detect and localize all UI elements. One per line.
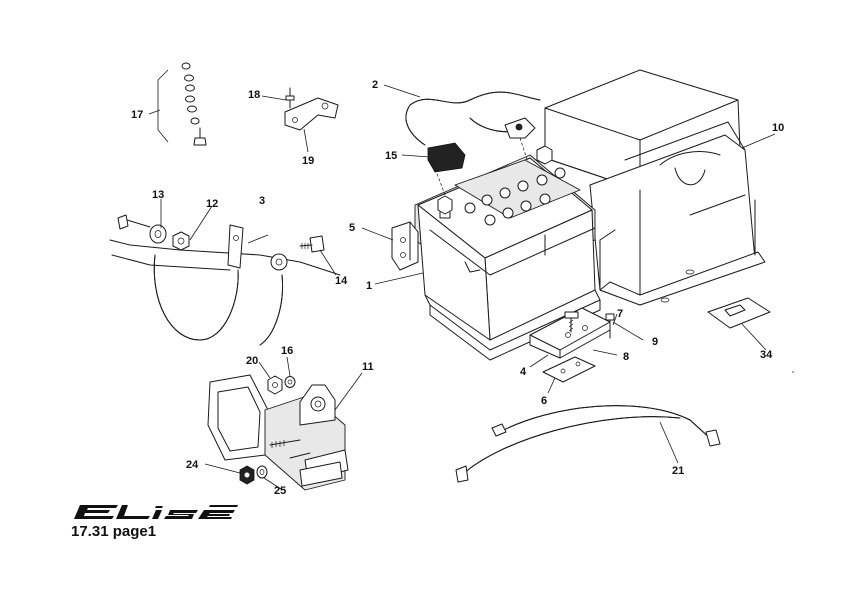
callout-6: 6 <box>541 395 547 407</box>
callout-20: 20 <box>246 355 258 367</box>
callout-7: 7 <box>617 308 623 320</box>
terminal-cover <box>427 142 466 173</box>
mount-washer <box>284 376 296 388</box>
leader-lines <box>148 84 776 490</box>
strap-nut <box>172 231 190 251</box>
callout-8: 8 <box>623 351 629 363</box>
clamp-plate <box>542 356 596 383</box>
mounting-bracket <box>207 374 349 491</box>
mount-nut <box>267 375 283 395</box>
callout-14: 14 <box>335 275 348 287</box>
callout-25: 25 <box>274 485 286 497</box>
callout-13: 13 <box>152 189 164 201</box>
callout-18: 18 <box>248 89 260 101</box>
callout-12: 12 <box>206 198 218 210</box>
callout-5: 5 <box>349 222 355 234</box>
battery-pad <box>707 297 771 329</box>
bracket-screw <box>285 87 295 109</box>
callout-24: 24 <box>186 459 199 471</box>
bracket-washer <box>256 465 268 479</box>
bracket-nut <box>239 465 255 485</box>
callout-21: 21 <box>672 465 684 477</box>
strap-bolt <box>117 214 151 230</box>
clamp-bolt <box>605 313 615 339</box>
callout-labels: 1 2 3 4 5 6 7 8 9 10 11 12 13 14 15 16 1… <box>131 79 784 497</box>
elise-logo <box>74 505 238 519</box>
callout-1: 1 <box>366 280 372 292</box>
callout-10: 10 <box>772 122 784 134</box>
callout-17: 17 <box>131 109 143 121</box>
callout-16: 16 <box>281 345 293 357</box>
callout-15: 15 <box>385 150 397 162</box>
callout-34: 34 <box>760 349 773 361</box>
earth-strap <box>109 224 341 346</box>
terminal-bolt <box>299 235 325 253</box>
battery <box>414 145 601 361</box>
callout-4: 4 <box>520 366 527 378</box>
battery-box-cover <box>544 69 766 306</box>
battery-side-bracket <box>391 221 419 271</box>
battery-long-cable <box>455 405 721 483</box>
callout-11: 11 <box>362 361 374 373</box>
callout-9: 9 <box>652 336 658 348</box>
battery-positive-cable <box>405 91 541 196</box>
strap-washer <box>149 224 167 244</box>
battery-clamp <box>529 307 611 359</box>
callout-19: 19 <box>302 155 314 167</box>
small-bracket <box>284 97 339 131</box>
page-reference: 17.31 page1 <box>71 523 157 540</box>
fixing-kit <box>157 62 207 146</box>
callout-3: 3 <box>259 195 265 207</box>
callout-2: 2 <box>372 79 378 91</box>
